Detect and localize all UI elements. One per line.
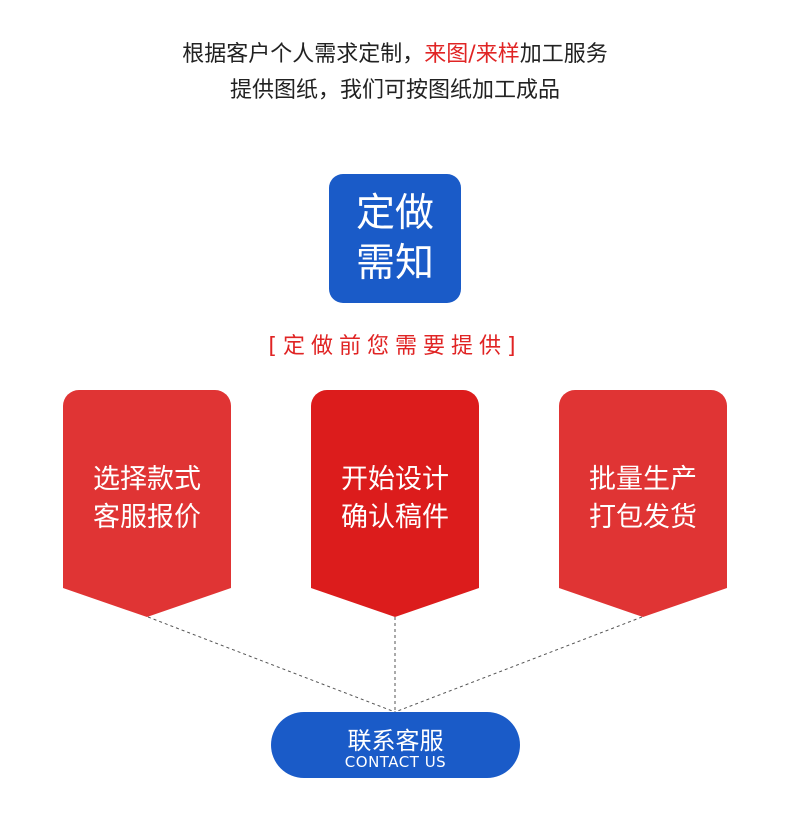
contact-label: 联系客服 [347, 727, 444, 755]
requirements-heading: [定做前您需要提供] [268, 334, 522, 359]
step-card-shape [311, 390, 479, 617]
step-card-text: 开始设计 确认稿件 [311, 461, 479, 537]
intro-line-2: 提供图纸，我们可按图纸加工成品 [229, 78, 560, 103]
notice-line-1: 定做 [355, 190, 434, 236]
step-card-mass-production: 批量生产 打包发货 [559, 390, 727, 617]
step-card-shape [559, 390, 727, 617]
step-card-start-design: 开始设计 确认稿件 [311, 390, 479, 617]
custom-notice-badge: 定做 需知 [329, 174, 461, 303]
step-card-text: 批量生产 打包发货 [559, 461, 727, 537]
intro-highlight: 来图/来样 [424, 42, 520, 67]
step-line-2: 客服报价 [93, 502, 201, 533]
step-line-1: 开始设计 [341, 464, 449, 495]
contact-us-button[interactable]: 联系客服 CONTACT US [271, 712, 520, 778]
connector-line-left [147, 616, 396, 713]
step-card-text: 选择款式 客服报价 [63, 461, 231, 537]
contact-sublabel: CONTACT US [344, 753, 447, 771]
connector-line-right [394, 616, 643, 713]
intro-text-start: 根据客户个人需求定制， [182, 42, 425, 67]
step-line-1: 选择款式 [93, 464, 201, 495]
step-card-choose-style: 选择款式 客服报价 [63, 390, 231, 617]
step-line-2: 确认稿件 [341, 502, 449, 533]
intro-line-1: 根据客户个人需求定制，来图/来样加工服务 [0, 36, 790, 68]
intro-text-end: 加工服务 [519, 42, 608, 67]
notice-line-2: 需知 [355, 240, 434, 286]
step-line-1: 批量生产 [589, 464, 697, 495]
step-line-2: 打包发货 [589, 502, 697, 533]
step-card-shape [63, 390, 231, 617]
